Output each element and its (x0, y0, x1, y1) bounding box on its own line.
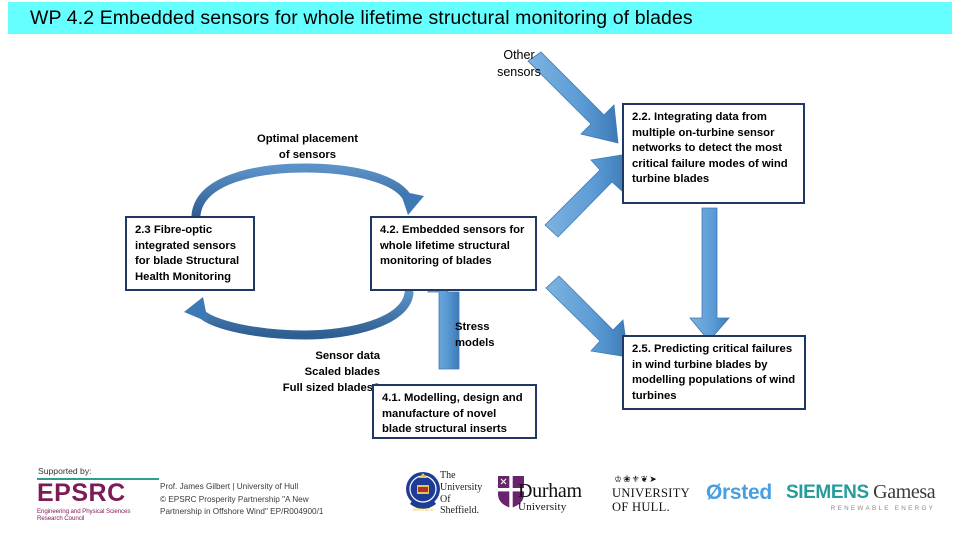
siemens-gamesa-logo: SIEMENS Gamesa RENEWABLE ENERGY (786, 481, 936, 512)
credit-block: Prof. James Gilbert | University of Hull… (160, 481, 375, 519)
hull-line-2: OF HULL. (612, 500, 670, 514)
durham-main: Durham (518, 480, 582, 502)
sheffield-line: The University Of Sheffield. (440, 470, 483, 517)
hull-line-1: UNIVERSITY (612, 486, 690, 500)
box-wp-2-5[interactable]: 2.5. Predicting critical failures in win… (622, 335, 806, 410)
epsrc-wordmark: EPSRC (37, 479, 126, 508)
hull-wordmark: UNIVERSITY OF HULL. (612, 486, 690, 514)
arrow-wp42-to-wp22 (544, 153, 629, 238)
sheffield-wordmark: The University Of Sheffield. (440, 470, 482, 517)
supported-by-label: Supported by: (38, 466, 92, 476)
box-wp-4-2[interactable]: 4.2. Embedded sensors for whole lifetime… (370, 216, 537, 291)
credit-line-2: © EPSRC Prosperity Partnership "A New (160, 494, 309, 504)
durham-shield-icon (498, 476, 524, 508)
arrow-curve-top (191, 163, 424, 220)
arrow-wp42-to-wp25 (545, 275, 629, 358)
credit-line-1: Prof. James Gilbert | University of Hull (160, 482, 299, 491)
box-wp-2-3[interactable]: 2.3 Fibre-optic integrated sensors for b… (125, 216, 255, 291)
hull-crest-icon: ♔❀⚜❦➤ (614, 475, 658, 485)
siemens-tagline: RENEWABLE ENERGY (830, 505, 936, 512)
arrow-curve-bottom (184, 288, 414, 340)
box-wp-2-2[interactable]: 2.2. Integrating data from multiple on-t… (622, 103, 805, 204)
label-stress-models: Stress models (455, 321, 495, 349)
label-other-sensors: Other sensors (497, 48, 541, 79)
sheffield-crest-icon: SHEFFIELD (406, 472, 440, 512)
box-wp-4-1[interactable]: 4.1. Modelling, design and manufacture o… (372, 384, 537, 439)
credit-line-3: Partnership in Offshore Wind" EP/R004900… (160, 507, 324, 517)
label-sensor-data: Sensor data Scaled blades Full sized bla… (282, 350, 380, 394)
durham-sub: University (518, 501, 567, 513)
page-title: WP 4.2 Embedded sensors for whole lifeti… (30, 6, 693, 29)
arrow-other-sensors-to-wp22 (527, 51, 619, 144)
epsrc-subtitle: Engineering and Physical Sciences Resear… (37, 507, 131, 523)
siemens-wordmark: SIEMENS (786, 482, 869, 503)
epsrc-rule (37, 478, 159, 481)
epsrc-logo: EPSRC Engineering and Physical Sciences … (37, 478, 159, 523)
gamesa-wordmark: Gamesa (873, 481, 936, 503)
orsted-wordmark: Ørsted (706, 481, 772, 504)
slide-title-bar: WP 4.2 Embedded sensors for whole lifeti… (8, 2, 952, 34)
arrow-wp22-to-wp25 (689, 207, 730, 342)
durham-wordmark: Durham University (518, 481, 582, 513)
svg-text:SHEFFIELD: SHEFFIELD (412, 507, 433, 512)
label-optimal-placement: Optimal placement of sensors (256, 133, 359, 161)
